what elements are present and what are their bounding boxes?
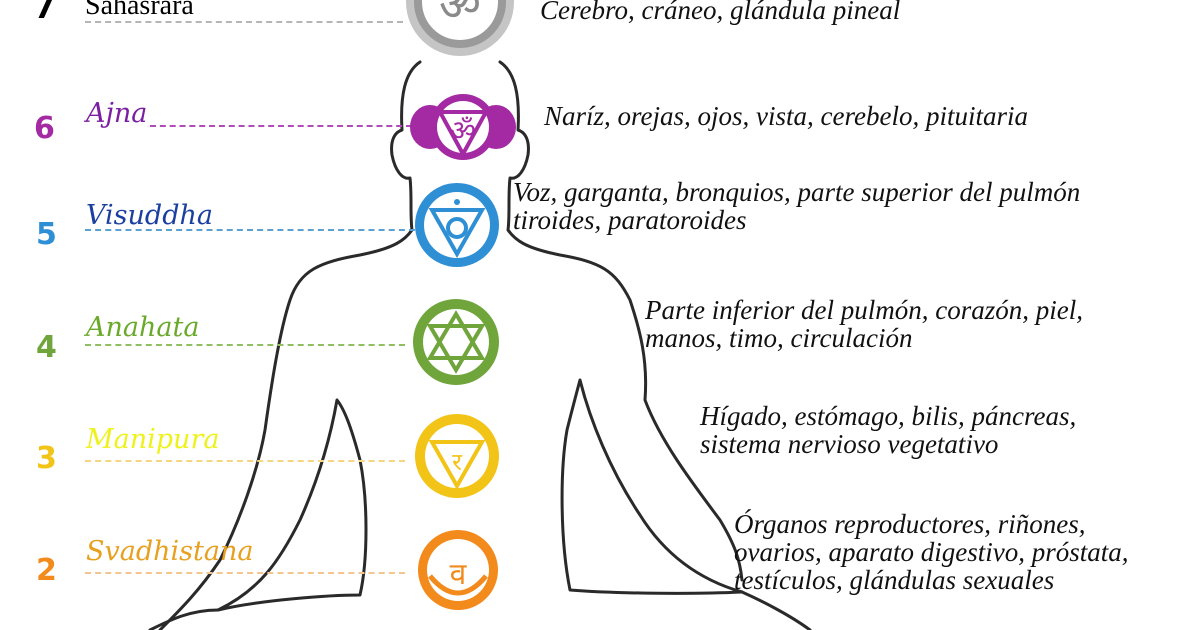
description-line: Órganos reproductores, riñones, — [734, 509, 1086, 539]
chakra-description-sahasrara: Cerebro, cráneo, glándula pineal — [540, 0, 900, 24]
description-line: Naríz, orejas, ojos, vista, cerebelo, pi… — [544, 101, 1028, 131]
leader-line-anahata — [85, 344, 405, 346]
leader-line-svadhistana — [85, 572, 405, 574]
leader-line-visuddha — [85, 229, 415, 231]
chakra-name-anahata: Anahata — [86, 312, 200, 343]
chakra-name-sahasrara: Sahasrara — [85, 0, 194, 20]
chakra-name-label: Sahasrara — [85, 0, 194, 21]
ajna-chakra-icon: ॐ — [410, 94, 516, 160]
chakra-number-6: 6 — [34, 111, 55, 146]
manipura-chakra-icon: र — [415, 414, 499, 498]
description-line: sistema nervioso vegetativo — [700, 429, 999, 459]
description-line: Voz, garganta, bronquios, parte superior… — [513, 177, 1081, 207]
sahasrara-lotus-icon: ॐ — [406, 0, 514, 56]
chakra-number-2: 2 — [36, 553, 57, 588]
chakra-description-manipura: Hígado, estómago, bilis, páncreas, siste… — [700, 402, 1076, 458]
chakra-number-4: 4 — [36, 330, 57, 365]
chakra-number-3: 3 — [36, 441, 57, 476]
description-line: Parte inferior del pulmón, corazón, piel… — [645, 295, 1083, 325]
svg-text:ॐ: ॐ — [439, 0, 481, 31]
description-line: Hígado, estómago, bilis, páncreas, — [700, 401, 1077, 431]
description-line: ovarios, aparato digestivo, próstata, — [734, 537, 1129, 567]
chakra-description-ajna: Naríz, orejas, ojos, vista, cerebelo, pi… — [544, 102, 1028, 130]
svadhistana-chakra-icon: व — [418, 530, 498, 610]
description-line: tiroides, paratoroides — [513, 205, 747, 235]
chakra-name-manipura: Manipura — [86, 424, 220, 455]
leader-line-manipura — [85, 460, 405, 462]
chakra-number-7: 7 — [34, 0, 55, 26]
chakra-description-visuddha: Voz, garganta, bronquios, parte superior… — [513, 178, 1080, 234]
svg-text:व: व — [450, 557, 468, 592]
leader-line-sahasrara — [85, 21, 403, 23]
chakra-name-visuddha: Visuddha — [86, 200, 213, 231]
description-line: testículos, glándulas sexuales — [734, 565, 1055, 595]
chakra-name-svadhistana: Svadhistana — [86, 536, 254, 567]
chakra-description-anahata: Parte inferior del pulmón, corazón, piel… — [645, 296, 1083, 352]
chakra-description-svadhistana: Órganos reproductores, riñones, ovarios,… — [734, 510, 1129, 594]
svg-text:ॐ: ॐ — [450, 114, 476, 147]
description-line: Cerebro, cráneo, glándula pineal — [540, 0, 901, 25]
chakra-name-ajna: Ajna — [86, 98, 148, 129]
leader-line-ajna — [150, 125, 412, 127]
svg-text:र: र — [452, 448, 463, 476]
chakra-number-5: 5 — [36, 217, 57, 252]
visuddha-chakra-icon — [415, 183, 499, 267]
anahata-chakra-icon — [413, 299, 499, 385]
description-line: manos, timo, circulación — [645, 323, 913, 353]
